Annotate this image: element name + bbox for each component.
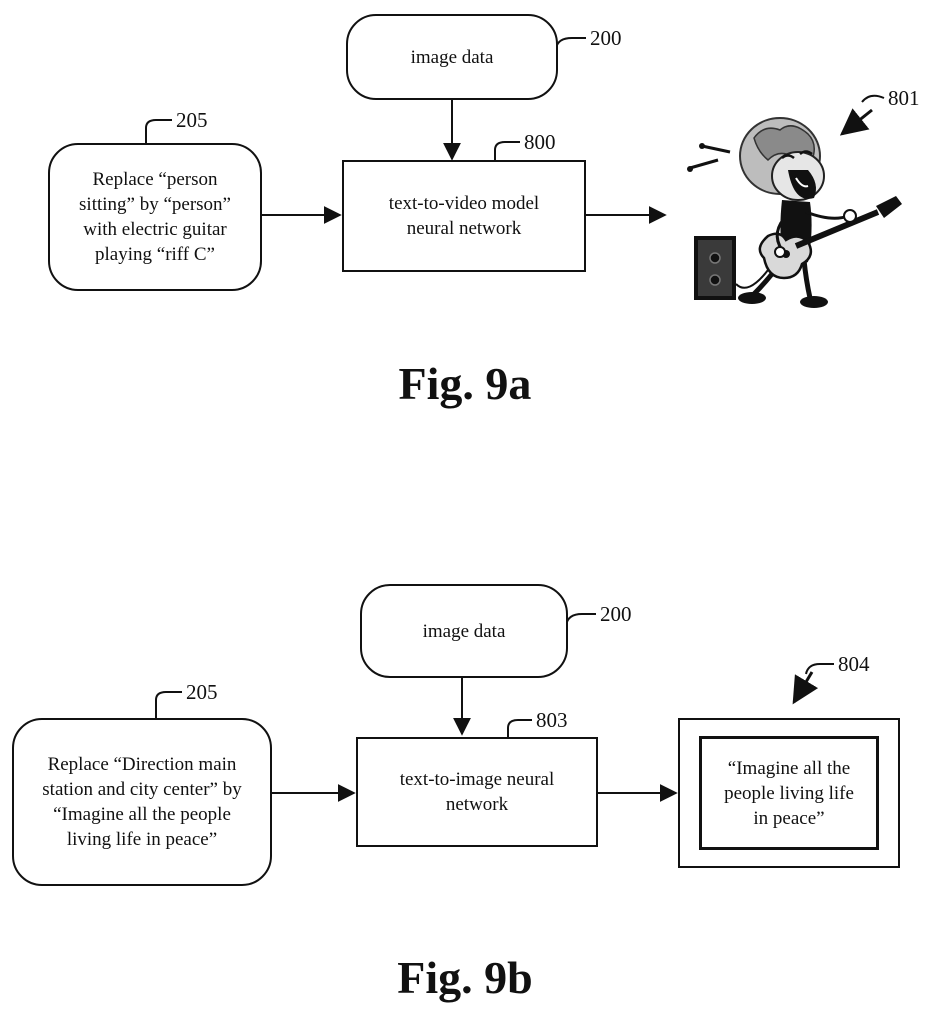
- model-line-1-b: text-to-image neural: [400, 767, 555, 792]
- instruction-line-1-b: Replace “Direction main: [48, 752, 237, 777]
- image-data-box-a: image data: [346, 14, 558, 100]
- leader-803-b: [508, 720, 532, 738]
- instruction-line-3-b: “Imagine all the people: [53, 802, 231, 827]
- image-data-box-b: image data: [360, 584, 568, 678]
- leader-801-a: [862, 96, 884, 102]
- instruction-line-4-b: living life in peace”: [67, 827, 217, 852]
- guitar-player-cartoon-icon: [672, 108, 908, 318]
- ref-803-b: 803: [536, 708, 568, 732]
- arrow-804: [794, 672, 812, 702]
- figure-caption-9a: Fig. 9a: [0, 358, 930, 410]
- ref-800-a: 800: [524, 130, 556, 154]
- output-line-1-b: “Imagine all the: [728, 756, 850, 781]
- instruction-line-2-a: sitting” by “person”: [79, 192, 231, 217]
- model-line-2-a: neural network: [407, 216, 521, 241]
- figure-caption-9b: Fig. 9b: [0, 952, 930, 1004]
- model-box-b: text-to-image neural network: [356, 737, 598, 847]
- instruction-box-b: Replace “Direction main station and city…: [12, 718, 272, 886]
- output-frame-outer: “Imagine all the people living life in p…: [678, 718, 900, 868]
- instruction-box-a: Replace “person sitting” by “person” wit…: [48, 143, 262, 291]
- ref-205-a: 205: [176, 108, 208, 132]
- image-data-label-a: image data: [411, 45, 494, 70]
- ref-801-a: 801: [888, 86, 920, 110]
- model-line-1-a: text-to-video model: [389, 191, 539, 216]
- leader-205-a: [146, 120, 172, 143]
- leader-200-b: [566, 614, 596, 625]
- image-data-label-b: image data: [423, 619, 506, 644]
- leader-800-a: [495, 142, 520, 160]
- model-line-2-b: network: [446, 792, 508, 817]
- output-line-3-b: in peace”: [753, 806, 824, 831]
- leader-200-a: [556, 38, 586, 48]
- output-line-2-b: people living life: [724, 781, 854, 806]
- ref-200-a: 200: [590, 26, 622, 50]
- ref-205-b: 205: [186, 680, 218, 704]
- instruction-line-1-a: Replace “person: [92, 167, 217, 192]
- instruction-line-2-b: station and city center” by: [42, 777, 241, 802]
- ref-200-b: 200: [600, 602, 632, 626]
- instruction-line-4-a: playing “riff C”: [95, 242, 215, 267]
- instruction-line-3-a: with electric guitar: [83, 217, 227, 242]
- ref-804-b: 804: [838, 652, 870, 676]
- leader-205-b: [156, 692, 182, 718]
- output-frame-inner: “Imagine all the people living life in p…: [699, 736, 879, 850]
- model-box-a: text-to-video model neural network: [342, 160, 586, 272]
